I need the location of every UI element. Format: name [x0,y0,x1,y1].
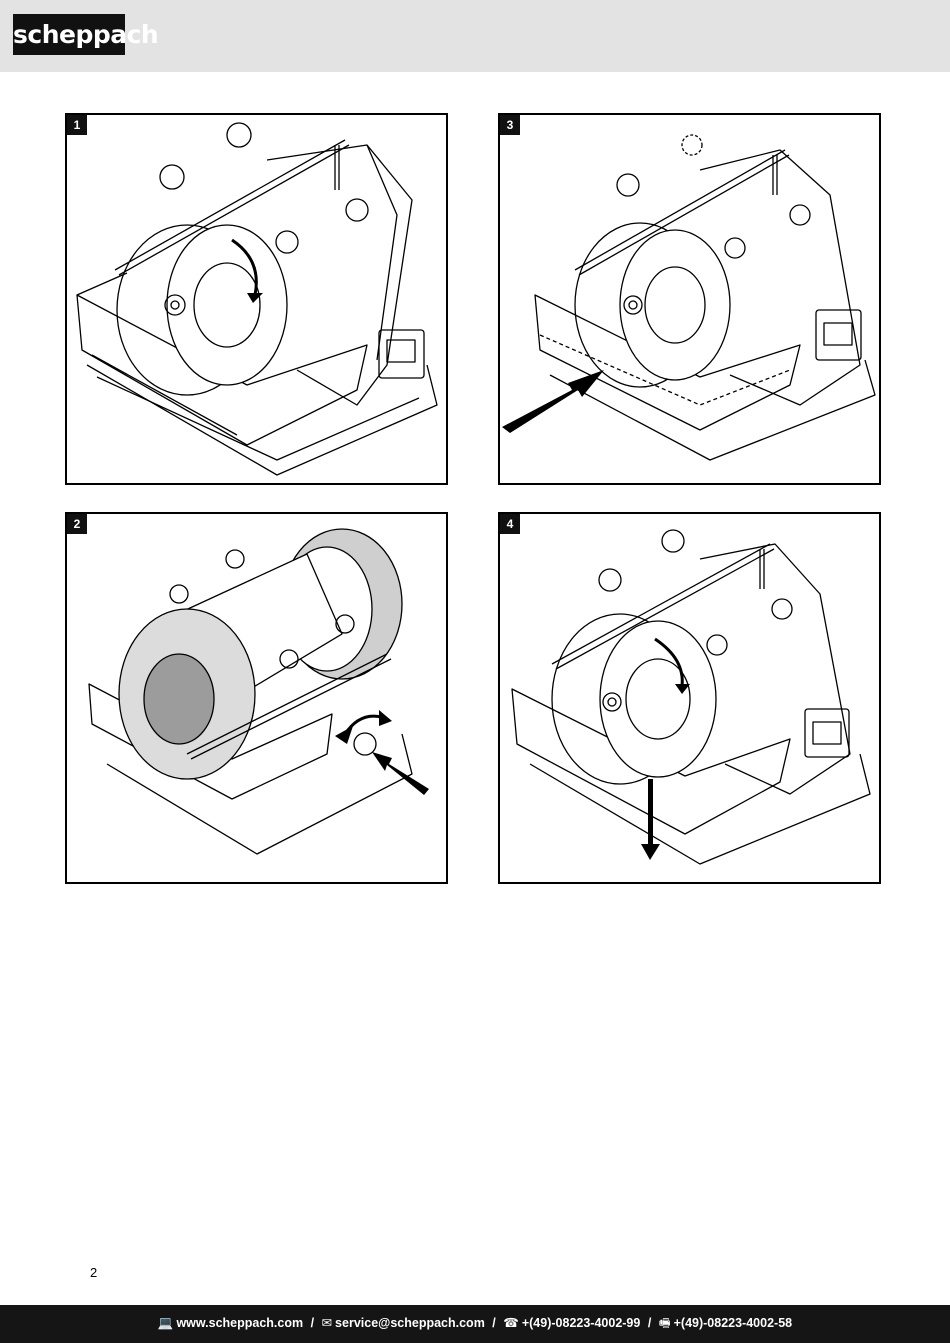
footer-separator: / [492,1316,496,1330]
sharpener-wheel-adjust-illustration [88,528,429,855]
phone-icon: ☎ [503,1316,519,1330]
email-icon: ✉ [321,1316,333,1330]
scheppach-logo: scheppach [13,14,159,55]
footer-phone: +(49)-08223-4002-99 [521,1316,641,1330]
figure-3-panel: 3 [498,113,881,485]
sharpener-water-remove-illustration [511,529,871,865]
sharpener-power-on-illustration [76,122,438,476]
page-number: 2 [90,1265,98,1280]
footer-fax: +(49)-08223-4002-58 [673,1316,793,1330]
figure-label: 3 [500,115,520,135]
page-footer: 💻www.scheppach.com / ✉service@scheppach.… [0,1305,950,1343]
figure-4-panel: 4 [498,512,881,884]
figure-1-panel: 1 [65,113,448,485]
figure-label: 4 [500,514,520,534]
footer-website[interactable]: www.scheppach.com [176,1316,304,1330]
footer-email[interactable]: service@scheppach.com [335,1316,485,1330]
computer-icon: 💻 [157,1316,174,1330]
sharpener-water-fill-illustration [502,134,876,461]
footer-separator: / [647,1316,652,1330]
figure-2-panel: 2 [65,512,448,884]
fax-icon: 🖷 [658,1316,671,1330]
footer-separator: / [310,1316,315,1330]
figure-label: 1 [67,115,87,135]
page-header: scheppach [0,0,950,72]
figure-label: 2 [67,514,87,534]
